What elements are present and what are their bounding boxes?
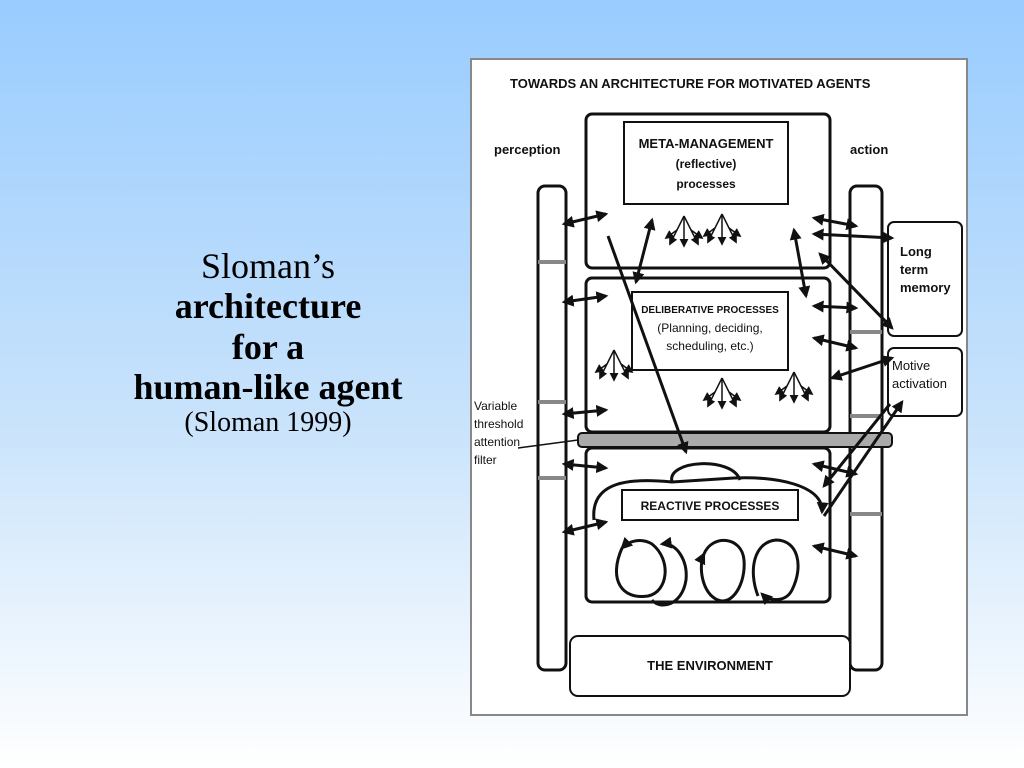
ltm-line-1: Long: [900, 244, 932, 259]
motive-line-1: Motive: [892, 358, 930, 373]
diagram-title: TOWARDS AN ARCHITECTURE FOR MOTIVATED AG…: [510, 76, 871, 91]
slide-title-block: Sloman’s architecture for a human-like a…: [78, 246, 458, 439]
long-term-memory-box: [887, 221, 963, 337]
ltm-line-2: term: [900, 262, 928, 277]
architecture-diagram: TOWARDS AN ARCHITECTURE FOR MOTIVATED AG…: [470, 58, 968, 716]
motive-line-2: activation: [892, 376, 947, 391]
meta-line-2: (reflective): [676, 157, 737, 171]
delib-line-1: DELIBERATIVE PROCESSES: [641, 305, 779, 316]
perception-column: [536, 184, 568, 672]
filter-line-4: filter: [474, 453, 497, 467]
motive-activation-box: [887, 347, 963, 417]
meta-line-3: processes: [676, 177, 736, 191]
filter-pointer-line: [517, 439, 579, 449]
environment-box: [569, 635, 851, 697]
meta-line-1: META-MANAGEMENT: [639, 136, 774, 151]
deliberative-box: [631, 291, 789, 371]
filter-line-2: threshold: [474, 417, 523, 431]
diagram-canvas: TOWARDS AN ARCHITECTURE FOR MOTIVATED AG…: [474, 76, 963, 697]
filter-line-3: attention: [474, 435, 520, 449]
title-line-2: architecture: [174, 286, 362, 327]
perception-label: perception: [494, 142, 561, 157]
filter-line-1: Variable: [474, 399, 517, 413]
environment-label: THE ENVIRONMENT: [647, 658, 773, 673]
action-label: action: [850, 142, 888, 157]
title-line-4: human-like agent: [133, 366, 403, 407]
delib-line-3: scheduling, etc.): [666, 339, 753, 353]
title-line-1: Sloman’s: [200, 246, 335, 286]
ltm-line-3: memory: [900, 280, 951, 295]
action-column: [848, 184, 884, 672]
title-line-3: for a: [231, 326, 305, 367]
reactive-label: REACTIVE PROCESSES: [641, 499, 780, 513]
citation: (Sloman 1999): [184, 407, 352, 439]
attention-filter-bar: [577, 432, 893, 448]
reactive-box: [621, 489, 799, 521]
reactive-layer: [584, 446, 832, 604]
meta-management-box: [623, 121, 789, 205]
delib-line-2: (Planning, deciding,: [657, 321, 762, 335]
